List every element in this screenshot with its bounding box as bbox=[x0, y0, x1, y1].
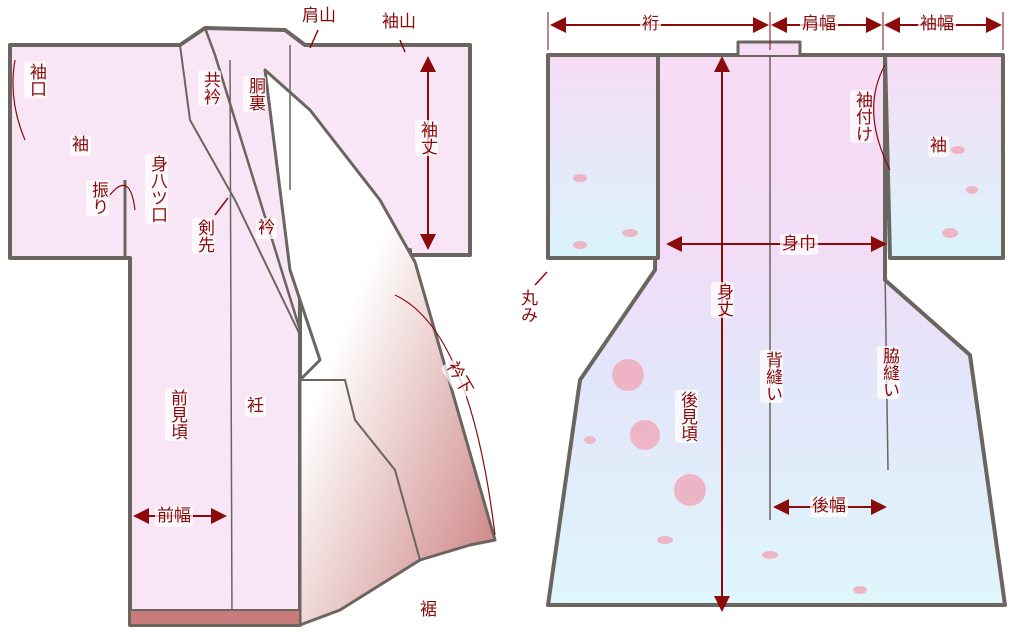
label-sode-tsuke: 袖付け bbox=[850, 90, 873, 143]
label-ken-saki: 剣先 bbox=[192, 218, 215, 254]
label-kata-haba: 肩幅 bbox=[800, 14, 838, 35]
label-mae-migoro: 前見頃 bbox=[165, 388, 188, 441]
label-dou-ura: 胴裏 bbox=[243, 76, 266, 112]
petal-decoration bbox=[573, 146, 978, 594]
label-eri: 衿 bbox=[256, 218, 277, 239]
label-back-sode: 袖 bbox=[928, 136, 949, 157]
label-mae-haba: 前幅 bbox=[155, 506, 193, 527]
label-se-nui: 背縫い bbox=[760, 350, 783, 403]
label-tomo-eri: 共衿 bbox=[198, 70, 221, 106]
label-sode-guchi: 袖口 bbox=[24, 62, 47, 98]
label-kata-yama: 肩山 bbox=[300, 6, 338, 27]
back-kimono bbox=[546, 40, 1007, 607]
label-yuki: 裄 bbox=[640, 14, 661, 35]
label-sode-take: 袖丈 bbox=[415, 120, 438, 156]
label-ushiro-migoro: 後見頃 bbox=[675, 390, 698, 443]
label-sode: 袖 bbox=[70, 135, 91, 156]
label-mi-haba: 身巾 bbox=[780, 234, 818, 255]
label-furi: 振り bbox=[86, 180, 109, 216]
label-okumi: 衽 bbox=[245, 396, 266, 417]
label-miyatsu-kuchi: 身八ツ口 bbox=[145, 154, 168, 224]
front-kimono bbox=[8, 26, 497, 627]
label-mi-take: 身丈 bbox=[711, 282, 734, 318]
label-suso: 裾 bbox=[418, 600, 439, 621]
label-ushiro-haba: 後幅 bbox=[810, 496, 848, 517]
label-sode-haba: 袖幅 bbox=[918, 14, 956, 35]
label-sode-yama: 袖山 bbox=[380, 12, 418, 33]
label-marumi: 丸み bbox=[515, 288, 538, 324]
label-waki-nui: 脇縫い bbox=[877, 346, 900, 399]
